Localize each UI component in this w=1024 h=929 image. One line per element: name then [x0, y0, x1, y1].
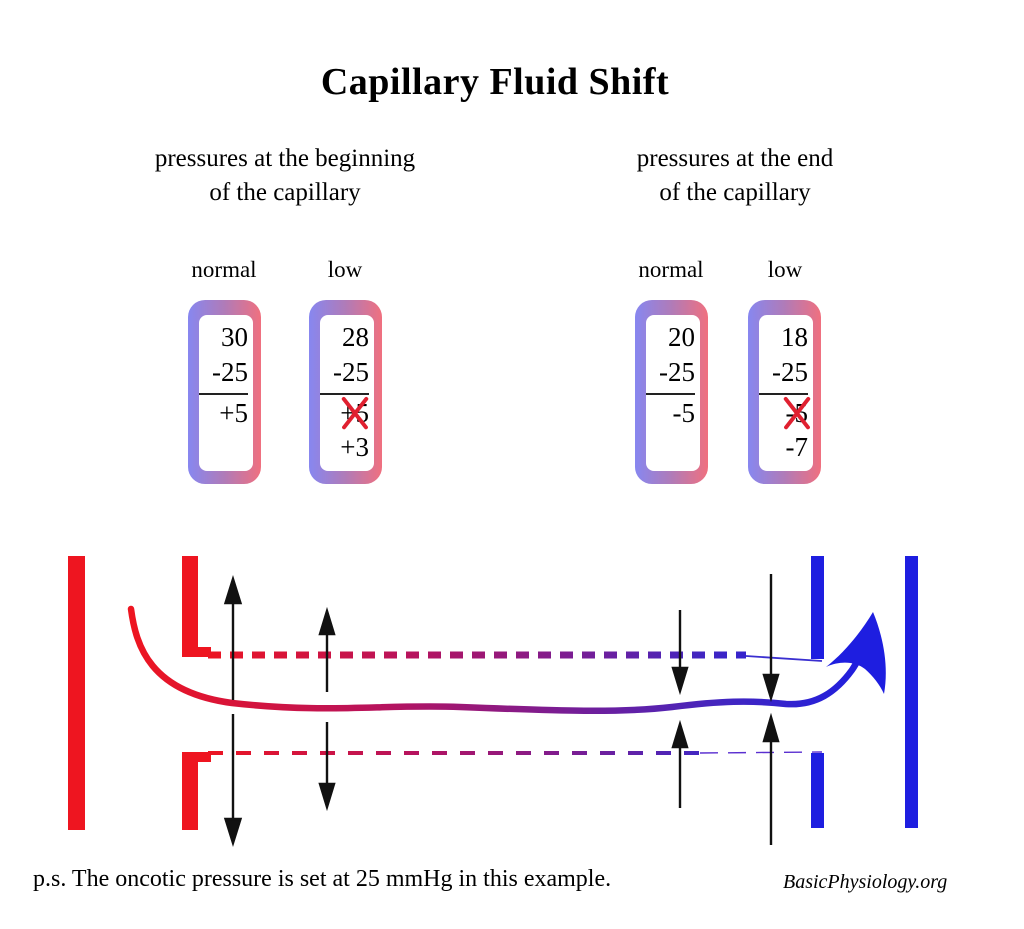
absorption-arrow-2-up-head — [762, 712, 780, 743]
net-pressure-value-crossed: -5 — [759, 396, 809, 430]
arteriole-inner-wall-bottom — [182, 752, 211, 830]
absorption-arrow-2-down-head — [762, 673, 780, 703]
sum-line — [199, 393, 248, 395]
sum-line — [759, 393, 808, 395]
oncotic-pressure-value: -25 — [772, 357, 808, 387]
capillary-top-wall-taper-line — [745, 655, 823, 662]
flow-direction-arrowhead — [826, 612, 886, 694]
heading-line: pressures at the beginning — [154, 145, 416, 172]
blood-flow-curve — [127, 605, 870, 715]
filtration-arrow-2-down-head — [318, 782, 336, 812]
capillary-pressure-value: 30 — [221, 322, 248, 352]
absorption-arrow-1-up-head — [671, 719, 689, 749]
capillary-pressure-value: 20 — [668, 322, 695, 352]
red-cross-icon: -5 — [785, 398, 809, 428]
pressure-calculation: 18 -25 -5 -7 — [759, 315, 813, 471]
corrected-net-pressure-value: -7 — [785, 432, 809, 462]
pressure-box-beginning-normal: 30 -25 +5 — [188, 300, 261, 484]
oncotic-pressure-value: -25 — [333, 357, 369, 387]
net-pressure-value: -5 — [672, 398, 696, 428]
heading-beginning-of-capillary: pressures at the beginning of the capill… — [155, 142, 415, 210]
venule-inner-wall-top — [811, 556, 824, 659]
corrected-net-pressure-value — [646, 430, 695, 465]
label-beginning-normal: normal — [191, 257, 257, 282]
corrected-net-pressure-value — [199, 430, 248, 465]
absorption-arrows — [671, 574, 780, 845]
absorption-arrow-1-down-head — [671, 666, 689, 696]
capillary-bottom-wall-taper-line — [699, 751, 823, 754]
sum-line — [646, 393, 695, 395]
heading-line: of the capillary — [659, 179, 811, 206]
sum-line — [320, 393, 369, 395]
label-beginning-low: low — [327, 257, 363, 282]
capillary-diagram — [68, 556, 918, 848]
filtration-arrows — [223, 574, 336, 848]
pressure-calculation: 28 -25 +5 +3 — [320, 315, 374, 471]
filtration-arrow-2-up-head — [318, 606, 336, 636]
footnote: p.s. The oncotic pressure is set at 25 m… — [33, 866, 612, 892]
pressure-box-end-low: 18 -25 -5 -7 — [748, 300, 821, 484]
attribution: BasicPhysiology.org — [783, 871, 948, 893]
pressure-calculation: 30 -25 +5 — [199, 315, 253, 471]
red-cross-icon: +5 — [340, 398, 369, 428]
arteriole-outer-wall-bar — [68, 556, 85, 830]
oncotic-pressure-value: -25 — [659, 357, 695, 387]
capillary-pressure-value: 18 — [781, 322, 808, 352]
pressure-calculation: 20 -25 -5 — [646, 315, 700, 471]
label-end-normal: normal — [638, 257, 704, 282]
label-end-low: low — [767, 257, 803, 282]
heading-line: pressures at the end — [636, 145, 834, 172]
pressure-box-end-normal: 20 -25 -5 — [635, 300, 708, 484]
heading-end-of-capillary: pressures at the end of the capillary — [637, 142, 833, 210]
heading-line: of the capillary — [209, 179, 361, 206]
pressure-box-beginning-low: 28 -25 +5 +3 — [309, 300, 382, 484]
filtration-arrow-1-up-head — [223, 574, 243, 605]
page-title: Capillary Fluid Shift — [320, 61, 670, 103]
corrected-net-pressure-value: +3 — [340, 432, 369, 462]
venule-inner-wall-bottom — [811, 753, 824, 828]
oncotic-pressure-value: -25 — [212, 357, 248, 387]
arteriole-inner-wall-top — [182, 556, 211, 657]
venule-outer-wall-bar — [905, 556, 918, 828]
net-pressure-value-crossed: +5 — [320, 396, 369, 430]
filtration-arrow-1-down-head — [223, 817, 243, 848]
net-pressure-value: +5 — [219, 398, 248, 428]
capillary-pressure-value: 28 — [342, 322, 369, 352]
